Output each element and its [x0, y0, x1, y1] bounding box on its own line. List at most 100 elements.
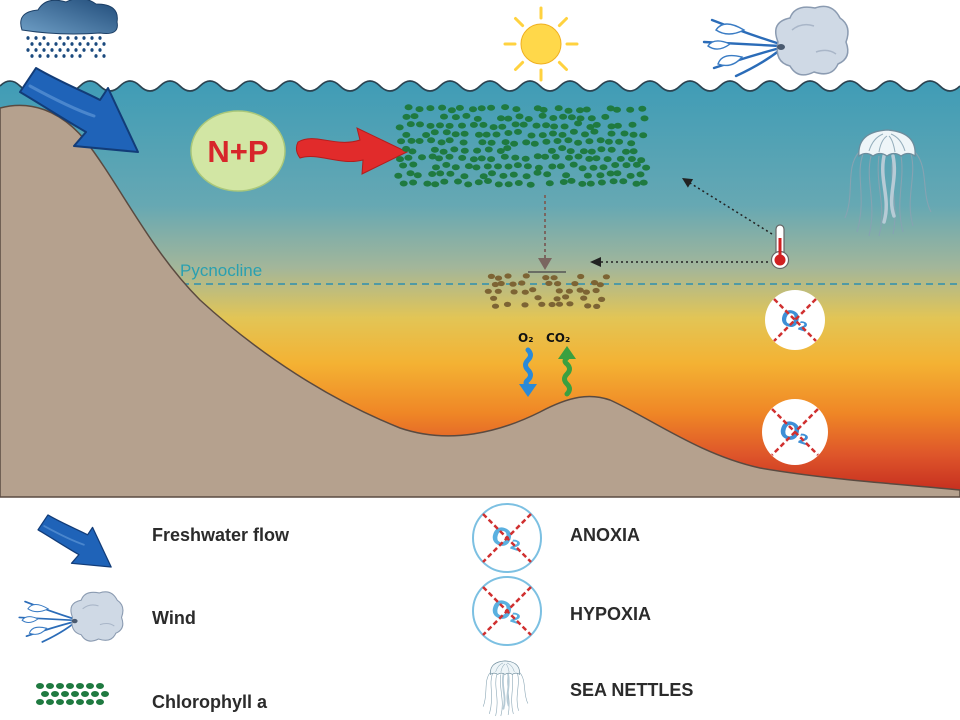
chlorophyll-dot: [603, 156, 612, 163]
chlorophyll-dot: [464, 181, 473, 188]
rain-drop: [98, 36, 102, 40]
chlorophyll-dot: [627, 140, 636, 147]
chlorophyll-dot: [440, 113, 448, 120]
chlorophyll-dot: [489, 124, 498, 131]
wind-icon: [18, 590, 124, 643]
chlorophyll-dot: [479, 173, 488, 180]
rain-drop: [66, 36, 70, 40]
chlorophyll-dot: [396, 156, 404, 163]
chlorophyll-dot: [504, 115, 513, 122]
decomposing-algae-dot: [571, 281, 579, 287]
chlorophyll-dot: [500, 153, 509, 160]
chlorophyll-dot: [545, 180, 554, 187]
chlorophyll-dot: [439, 148, 448, 155]
legend-item-chlorophyll: Chlorophyll a: [36, 683, 268, 712]
chlorophyll-dot: [96, 699, 104, 705]
chlorophyll-dot: [406, 121, 415, 128]
no-oxygen-icon: O₂: [762, 399, 828, 465]
chlorophyll-dot: [553, 138, 562, 144]
no-oxygen-icon: O₂: [472, 576, 542, 646]
chlorophyll-dot: [436, 170, 445, 177]
rain-drop: [62, 54, 66, 58]
chlorophyll-dot: [71, 691, 79, 697]
chlorophyll-dot: [558, 145, 567, 152]
chlorophyll-dot: [477, 105, 486, 112]
chlorophyll-dot: [437, 139, 446, 146]
decomposing-algae-dot: [487, 273, 495, 279]
chlorophyll-dot: [492, 131, 501, 138]
chlorophyll-dot: [590, 128, 599, 135]
nutrients-label: N+P: [207, 134, 268, 169]
rain-drop: [70, 54, 74, 58]
chlorophyll-dot: [404, 154, 413, 161]
chlorophyll-dot: [554, 105, 563, 112]
chlorophyll-dot: [524, 116, 533, 122]
chlorophyll-dot: [582, 106, 591, 113]
chlorophyll-dot: [509, 171, 518, 178]
chlorophyll-dot: [549, 130, 557, 137]
rain-drop: [62, 42, 66, 46]
chlorophyll-dot: [395, 124, 404, 131]
chlorophyll-dot: [484, 146, 493, 153]
decomposing-algae-dot: [503, 301, 512, 307]
legend-item-anoxia: O₂ ANOXIA: [472, 503, 640, 573]
rain-drop: [90, 36, 94, 40]
chlorophyll-dot: [475, 131, 483, 138]
chlorophyll-dot: [530, 140, 539, 147]
chlorophyll-dot: [432, 164, 440, 171]
chlorophyll-dot: [415, 106, 424, 113]
rain-drop: [102, 54, 106, 58]
chlorophyll-dot: [616, 155, 625, 162]
chlorophyll-dot: [487, 139, 496, 146]
rain-drop: [82, 36, 86, 40]
temperature-arrows: [590, 178, 773, 267]
chlorophyll-dot: [469, 121, 478, 128]
chlorophyll-dot: [564, 107, 573, 114]
chlorophyll-dot: [462, 112, 471, 119]
chlorophyll-dot: [539, 106, 548, 113]
decomposing-algae-dot: [509, 281, 517, 287]
chlorophyll-dot: [504, 130, 513, 136]
chlorophyll-dot: [501, 104, 510, 111]
chlorophyll-dot: [512, 106, 521, 113]
chlorophyll-dot: [451, 114, 460, 121]
chlorophyll-dot: [413, 172, 422, 179]
chlorophyll-dot: [504, 181, 513, 188]
chlorophyll-dot: [431, 181, 440, 188]
chlorophyll-dot: [538, 112, 547, 119]
chlorophyll-dot: [435, 155, 443, 162]
legend-label-wind: Wind: [152, 608, 196, 628]
chlorophyll-dot: [576, 115, 585, 122]
land-bottom-profile: [0, 104, 960, 498]
nutrients-bubble: N+P: [190, 110, 286, 192]
chlorophyll-dot: [639, 179, 648, 186]
chlorophyll-dot: [626, 172, 635, 179]
chlorophyll-dot: [458, 122, 466, 129]
decomposing-algae-dot: [490, 295, 498, 301]
decomposing-algae: [484, 273, 611, 309]
chlorophyll-dot: [639, 132, 648, 139]
chlorophyll-dot: [628, 121, 637, 128]
chlorophyll-dot: [596, 137, 605, 144]
chlorophyll-dot: [615, 138, 624, 145]
chlorophyll-dot: [445, 137, 454, 144]
chlorophyll-dot: [488, 170, 496, 177]
thermometer-icon: [770, 224, 790, 270]
chlorophyll-dot: [541, 153, 550, 160]
decomposing-algae-dot: [554, 281, 562, 287]
chlorophyll-dot: [607, 130, 616, 137]
chlorophyll-dot: [636, 171, 645, 178]
chlorophyll-dot: [497, 115, 505, 122]
no-oxygen-icon: O₂: [472, 503, 542, 573]
rain-drop: [38, 42, 42, 46]
rain-drop: [46, 54, 50, 58]
chlorophyll-dot: [578, 165, 587, 172]
chlorophyll-dot: [423, 180, 432, 187]
chlorophyll-dot: [460, 147, 469, 154]
chlorophyll-dot: [501, 139, 510, 146]
rain-drop: [66, 48, 70, 52]
chlorophyll-dot: [426, 122, 435, 129]
decomposing-algae-dot: [577, 273, 585, 280]
decomposing-algae-dot: [491, 281, 499, 288]
chlorophyll-dot: [637, 157, 646, 164]
